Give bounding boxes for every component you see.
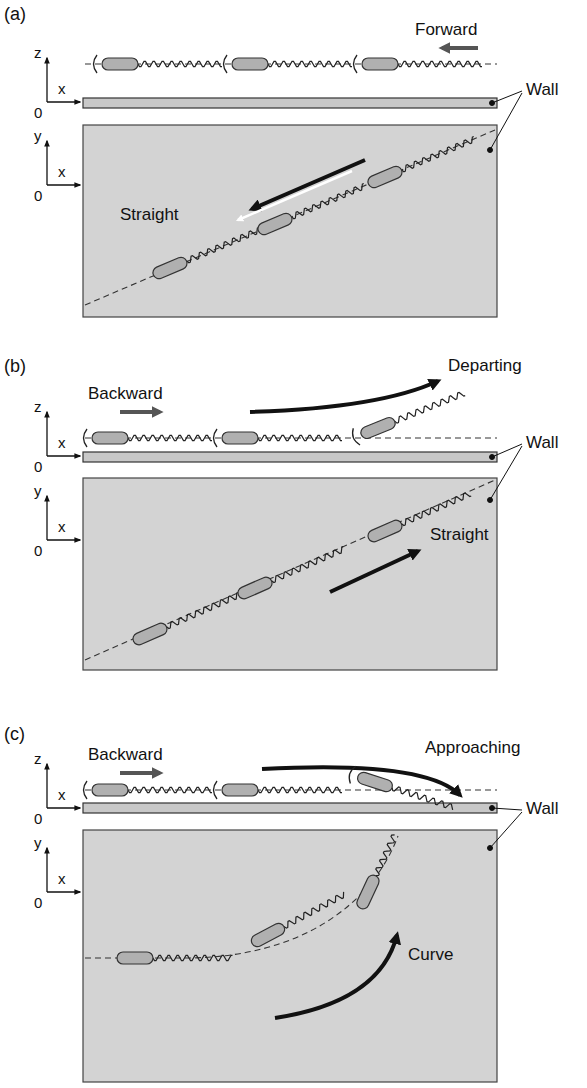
bacterium [84,781,213,799]
top-view-a [47,125,497,317]
bacterium [94,55,223,73]
bacterium [151,224,262,280]
bacterium [117,952,233,964]
annotation: Departing [448,356,522,376]
top-view-c [47,830,497,1082]
axis-label: x [58,80,66,97]
panel-label: (a) [4,4,26,25]
annotation: Wall [526,80,558,100]
axis-label: 0 [34,894,42,911]
side-view-c [47,764,497,813]
wall-leaders [488,91,523,851]
axis-label: z [34,44,42,61]
axis-label: y [34,834,42,851]
axis-label: x [58,163,66,180]
annotation: Forward [415,20,477,40]
annotation: Backward [88,384,163,404]
axis-label: 0 [34,187,42,204]
panel-label: (c) [4,724,25,745]
annotation: Straight [120,205,179,225]
bacterium [131,589,242,646]
axis-label: 0 [34,104,42,121]
axis-label: y [34,127,42,144]
annotation: Straight [430,525,489,545]
bacteria [84,55,483,964]
top-view-b [47,478,497,670]
axis-label: x [58,786,66,803]
axis-label: z [34,398,42,415]
annotation: Curve [408,945,453,965]
axis-label: x [58,518,66,535]
annotation: Backward [88,745,163,765]
bacterium [236,543,347,600]
bacterium [366,133,477,189]
axis-label: 0 [34,810,42,827]
bacterium [224,55,353,73]
bacterium [354,55,483,73]
bacterium [355,832,400,910]
bacterium [350,385,468,446]
axis-label: 0 [34,542,42,559]
bacterium [84,429,213,447]
panel-label: (b) [4,356,26,377]
bacterium [249,889,347,949]
bacterium [256,180,367,236]
bacterium [214,781,343,799]
axis-label: y [34,482,42,499]
axis-label: x [58,434,66,451]
axis-label: z [34,750,42,767]
axis-label: 0 [34,458,42,475]
axis-label: x [58,870,66,887]
annotation: Wall [526,433,558,453]
bacterium [214,429,343,447]
annotation: Wall [526,799,558,819]
side-view-b [47,381,497,462]
annotation: Approaching [425,738,520,758]
bacterium [347,765,456,816]
side-view-a [47,48,497,108]
